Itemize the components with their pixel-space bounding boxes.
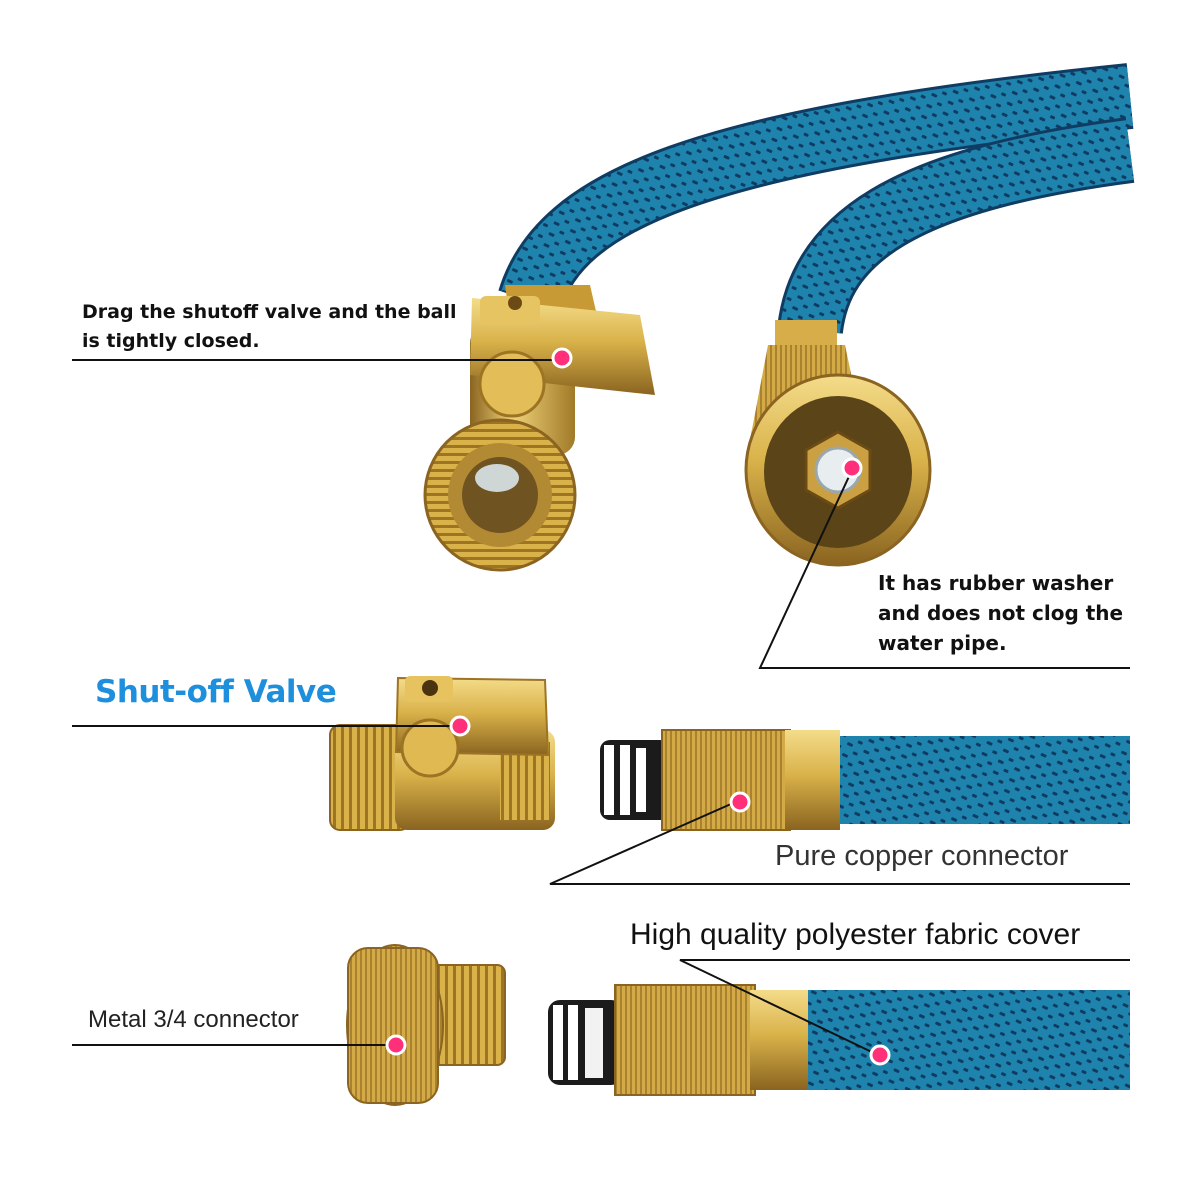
callout-metal-connector: Metal 3/4 connector xyxy=(88,1006,299,1033)
marker-dot xyxy=(729,791,751,813)
shutoff-valve-title: Shut-off Valve xyxy=(95,674,337,710)
bottom-metal-connector xyxy=(346,944,506,1106)
top-female-nut xyxy=(744,320,932,567)
bottom-hose-end xyxy=(548,984,1130,1096)
callout-shutoff-closing: Drag the shutoff valve and the ball is t… xyxy=(82,301,457,352)
middle-shutoff-valve xyxy=(329,676,555,831)
leader-lines xyxy=(72,359,1130,1056)
callout-copper-connector: Pure copper connector xyxy=(775,840,1069,872)
middle-hose-end xyxy=(600,729,1130,831)
pink-markers xyxy=(385,347,891,1066)
marker-dot xyxy=(449,715,471,737)
marker-dot xyxy=(385,1034,407,1056)
callout-rubber-washer: It has rubber washer and does not clog t… xyxy=(878,571,1124,655)
marker-dot xyxy=(551,347,573,369)
top-valve-fitting xyxy=(423,285,655,572)
callout-fabric-cover: High quality polyester fabric cover xyxy=(630,918,1081,951)
marker-dot xyxy=(869,1044,891,1066)
marker-dot xyxy=(841,457,863,479)
